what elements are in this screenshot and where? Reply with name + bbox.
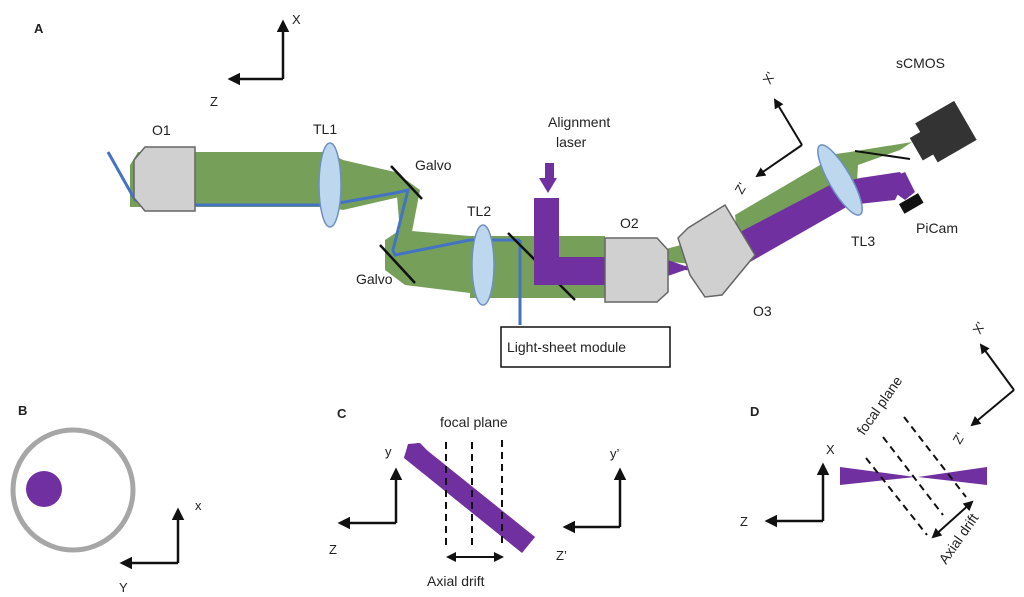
tl1-label: TL1 bbox=[313, 121, 337, 137]
z-prime-label: Z’ bbox=[556, 548, 567, 563]
axial-drift-label: Axial drift bbox=[427, 573, 485, 589]
light-sheet-module-label: Light-sheet module bbox=[507, 339, 626, 355]
x-prime-label: X' bbox=[760, 69, 779, 86]
x-prime-label: X' bbox=[970, 319, 989, 336]
focal-plane-line-center bbox=[882, 436, 944, 516]
light-sheet-lower bbox=[462, 493, 535, 552]
tl2-label: TL2 bbox=[467, 203, 491, 219]
panel-c-label: C bbox=[337, 406, 347, 421]
objective-o1 bbox=[133, 146, 196, 212]
alignment-laser-line2: laser bbox=[556, 134, 587, 150]
axial-drift-arrow bbox=[931, 500, 974, 539]
scmos-label: sCMOS bbox=[896, 55, 945, 71]
beam-spot bbox=[26, 471, 62, 507]
galvo-top-label: Galvo bbox=[415, 157, 452, 173]
pickoff-mirror bbox=[854, 150, 911, 160]
z-prime-label: Z' bbox=[732, 180, 750, 197]
panel-a-axes: X Z bbox=[210, 12, 301, 109]
x-axis-label: X bbox=[292, 12, 301, 27]
panel-b: B x Y bbox=[10, 403, 202, 595]
galvo-mirror-top bbox=[390, 165, 423, 200]
o1-label: O1 bbox=[152, 122, 171, 138]
light-sheet-module-box bbox=[500, 326, 671, 368]
tl3-label: TL3 bbox=[851, 233, 875, 249]
picam-label: PiCam bbox=[916, 220, 958, 236]
focal-plane-label: focal plane bbox=[853, 373, 905, 438]
focal-plane-line-left bbox=[865, 457, 928, 536]
o3-label: O3 bbox=[753, 303, 772, 319]
z-prime-axis-arrow bbox=[970, 389, 1015, 427]
x-axis-label: X bbox=[826, 442, 835, 457]
light-sheet-upper bbox=[404, 443, 473, 500]
o2-label: O2 bbox=[620, 215, 639, 231]
z-axis-label: Z bbox=[740, 514, 748, 529]
panel-a-label: A bbox=[34, 21, 44, 36]
objective-o3 bbox=[677, 203, 756, 298]
x-axis-label: x bbox=[195, 498, 202, 513]
alignment-beam bbox=[534, 163, 915, 285]
z-axis-label: Z bbox=[329, 542, 337, 557]
focal-plane-label: focal plane bbox=[440, 414, 508, 430]
y-axis-label: y bbox=[385, 444, 392, 459]
panel-a-rotated-axes: X' Z' bbox=[732, 69, 803, 197]
focal-plane-line-right bbox=[903, 416, 967, 498]
picam bbox=[898, 193, 924, 214]
panel-a: A X Z O1 TL1 bbox=[34, 12, 977, 368]
aperture-ring bbox=[10, 427, 136, 553]
objective-o2 bbox=[604, 237, 669, 303]
panel-c: C focal plane Axial drift y Z y’ Z’ bbox=[329, 406, 627, 589]
light-sheet-left bbox=[840, 467, 915, 485]
tube-lens-tl2 bbox=[471, 224, 495, 306]
z-prime-label: Z' bbox=[950, 430, 968, 447]
y-prime-label: y’ bbox=[610, 446, 620, 461]
panel-b-label: B bbox=[18, 403, 27, 418]
x-prime-axis-arrow bbox=[979, 343, 1015, 391]
alignment-laser-line1: Alignment bbox=[548, 114, 610, 130]
axial-drift-label: Axial drift bbox=[935, 510, 981, 566]
scmos-camera bbox=[909, 100, 977, 163]
galvo-mirror-bottom bbox=[379, 244, 416, 284]
panel-d-label: D bbox=[750, 404, 759, 419]
y-axis-label: Y bbox=[119, 580, 128, 595]
tube-lens-tl1 bbox=[318, 142, 342, 228]
tube-lens-tl3 bbox=[817, 144, 863, 216]
panel-d: D focal plane Axial drift X Z X' Z' bbox=[740, 319, 1015, 567]
light-sheet-right bbox=[918, 467, 987, 485]
galvo-bottom-label: Galvo bbox=[356, 271, 393, 287]
z-axis-label: Z bbox=[210, 94, 218, 109]
